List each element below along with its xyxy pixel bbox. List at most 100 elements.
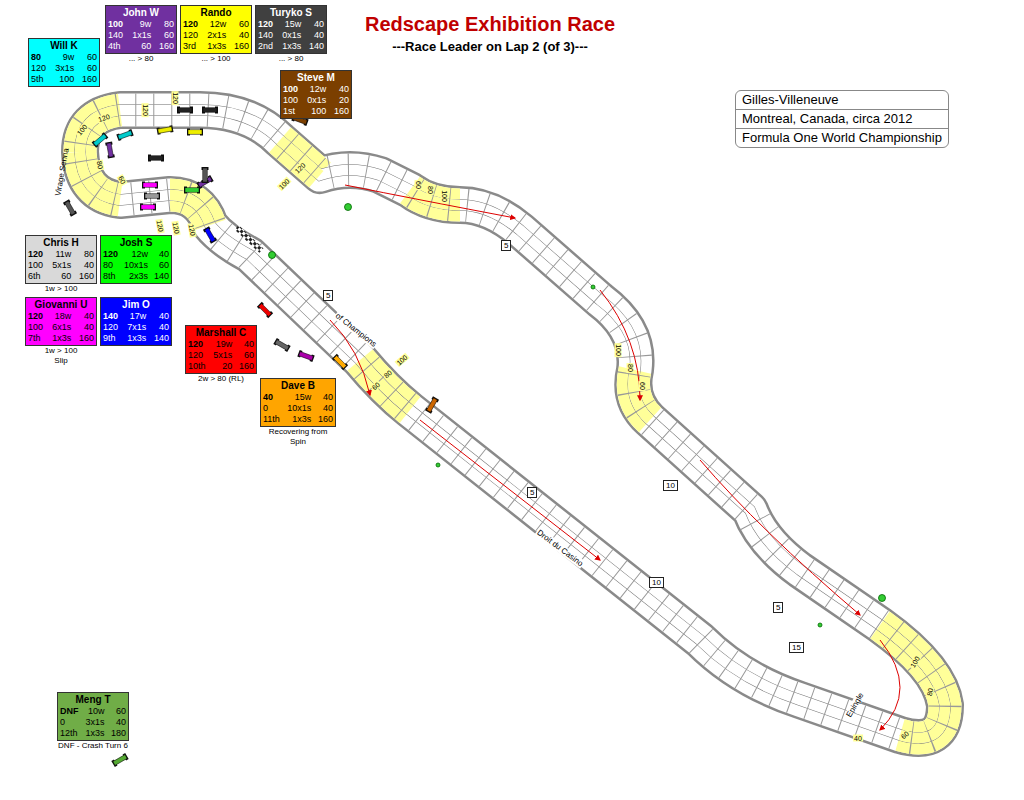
stat-cell: 10th	[188, 361, 206, 372]
stat-cell: 40	[307, 19, 324, 30]
stat-cell: 140	[152, 333, 169, 344]
stat-cell: 15w	[287, 392, 312, 403]
driver-name: Chris H	[28, 237, 94, 249]
stat-grid: 14017w401207x1s409th1x3s140	[103, 311, 169, 344]
stat-cell: 1x3s	[51, 333, 72, 344]
stat-cell: 160	[238, 361, 254, 372]
card-panel: Dave B4015w40010x1s4011th1x3s160	[260, 378, 336, 427]
card-panel: Turyko S12015w401400x1s402nd1x3s140	[255, 5, 327, 54]
corner-speed: 120	[155, 219, 164, 234]
stat-cell: 100	[28, 322, 45, 333]
stat-cell: 2x3s	[124, 271, 148, 282]
stat-cell: 120	[183, 19, 200, 30]
subtitle: ---Race Leader on Lap 2 (of 3)---	[391, 39, 589, 54]
stat-cell: 160	[317, 414, 333, 425]
marker-number: 15	[792, 643, 801, 652]
stat-cell: 100	[28, 260, 45, 271]
driver-card: Rando12012w601202x1s403rd1x3s160... > 10…	[180, 5, 252, 64]
stat-cell: 3x1s	[54, 63, 75, 74]
corner-speed: 120	[172, 91, 179, 105]
stat-cell: 3rd	[183, 41, 200, 52]
stat-cell: 5x1s	[212, 350, 232, 361]
info-line: Formula One World Championship	[736, 128, 948, 147]
stat-cell: 160	[332, 106, 349, 117]
stat-grid: 12012w601202x1s403rd1x3s160	[183, 19, 249, 52]
stat-cell: 8th	[103, 271, 118, 282]
stat-cell: 120	[28, 311, 45, 322]
info-line: Montreal, Canada, circa 2012	[736, 109, 948, 128]
card-panel: Marshall C12019w401205x1s6010th20160	[185, 325, 257, 374]
stat-cell: 60	[80, 52, 97, 63]
stat-cell: 0	[263, 403, 281, 414]
stat-grid: 809w601203x1s605th100160	[31, 52, 97, 85]
driver-card: Giovanni U12018w401006x1s407th1x3s1601w …	[25, 297, 97, 366]
stat-cell: 60	[232, 19, 249, 30]
driver-name: Turyko S	[258, 7, 324, 19]
stat-grid: 12019w401205x1s6010th20160	[188, 339, 254, 372]
driver-name: John W	[108, 7, 174, 19]
stat-cell: 40	[77, 311, 94, 322]
corner-speed: 80	[96, 160, 105, 171]
stat-cell: 12w	[124, 249, 148, 260]
stat-cell: 1x3s	[287, 414, 312, 425]
distance-marker: 5	[527, 487, 537, 498]
stat-cell: 40	[317, 392, 333, 403]
circuit-info-box: Gilles-VilleneuveMontreal, Canada, circa…	[735, 90, 949, 148]
stat-cell: 18w	[51, 311, 72, 322]
stat-cell: 1x3s	[281, 41, 302, 52]
corner-speed: 100	[615, 343, 622, 357]
stat-cell: 80	[157, 19, 174, 30]
driver-card: Steve M10012w401000x1s201st100160	[280, 70, 352, 119]
card-panel: Chris H12011w801005x1s406th60160	[25, 235, 97, 284]
stat-cell: 9w	[131, 19, 152, 30]
driver-name: Josh S	[103, 237, 169, 249]
stat-cell: 0x1s	[281, 30, 302, 41]
circuit	[80, 110, 945, 738]
stat-cell: 20	[332, 95, 349, 106]
info-line: Gilles-Villeneuve	[736, 91, 948, 109]
stat-cell: 10x1s	[287, 403, 312, 414]
stat-cell: 40	[152, 311, 169, 322]
card-note: DNF - Crash Turn 6	[57, 741, 129, 751]
card-panel: Jim O14017w401207x1s409th1x3s140	[100, 297, 172, 346]
stat-cell: 160	[157, 41, 174, 52]
stat-cell: 9th	[103, 333, 120, 344]
driver-card: Turyko S12015w401400x1s402nd1x3s140... >…	[255, 5, 327, 64]
stat-cell: 11th	[263, 414, 281, 425]
green-dots	[269, 204, 886, 628]
stat-cell: 100	[283, 84, 300, 95]
start-line	[235, 225, 264, 253]
distance-marker: 15	[789, 642, 804, 653]
stat-cell: 140	[154, 271, 169, 282]
stat-cell: 10x1s	[124, 260, 148, 271]
corner-speed: 80	[427, 185, 434, 195]
corner-speed: 120	[171, 221, 180, 236]
driver-name: Rando	[183, 7, 249, 19]
marker-number: 10	[666, 481, 675, 490]
stat-cell: 2nd	[258, 41, 275, 52]
stat-cell: 140	[108, 30, 125, 41]
card-panel: Meng TDNF10w6003x1s4012th1x3s180	[57, 692, 129, 741]
stat-cell: 120	[103, 322, 120, 333]
stat-cell: 60	[157, 30, 174, 41]
card-panel: Josh S12012w408010x1s608th2x3s140	[100, 235, 172, 284]
distance-marker: 5	[323, 290, 333, 301]
driver-card: Josh S12012w408010x1s608th2x3s140	[100, 235, 172, 284]
card-note: ... > 80	[105, 54, 177, 64]
stat-cell: 60	[51, 271, 72, 282]
stat-cell: 40	[317, 403, 333, 414]
stat-cell: 40	[332, 84, 349, 95]
stat-cell: 12th	[60, 728, 79, 739]
stat-cell: 40	[152, 322, 169, 333]
card-panel: John W1009w801401x1s604th60160	[105, 5, 177, 54]
stat-cell: 160	[77, 333, 94, 344]
stat-cell: DNF	[60, 706, 79, 717]
marker-number: 10	[652, 578, 661, 587]
marker-number: 5	[504, 241, 508, 250]
stat-cell: 1x3s	[126, 333, 147, 344]
stat-cell: 4th	[108, 41, 125, 52]
driver-card: Dave B4015w40010x1s4011th1x3s160Recoveri…	[260, 378, 336, 447]
driver-name: Jim O	[103, 299, 169, 311]
stat-cell: 17w	[126, 311, 147, 322]
stat-cell: 180	[110, 728, 126, 739]
